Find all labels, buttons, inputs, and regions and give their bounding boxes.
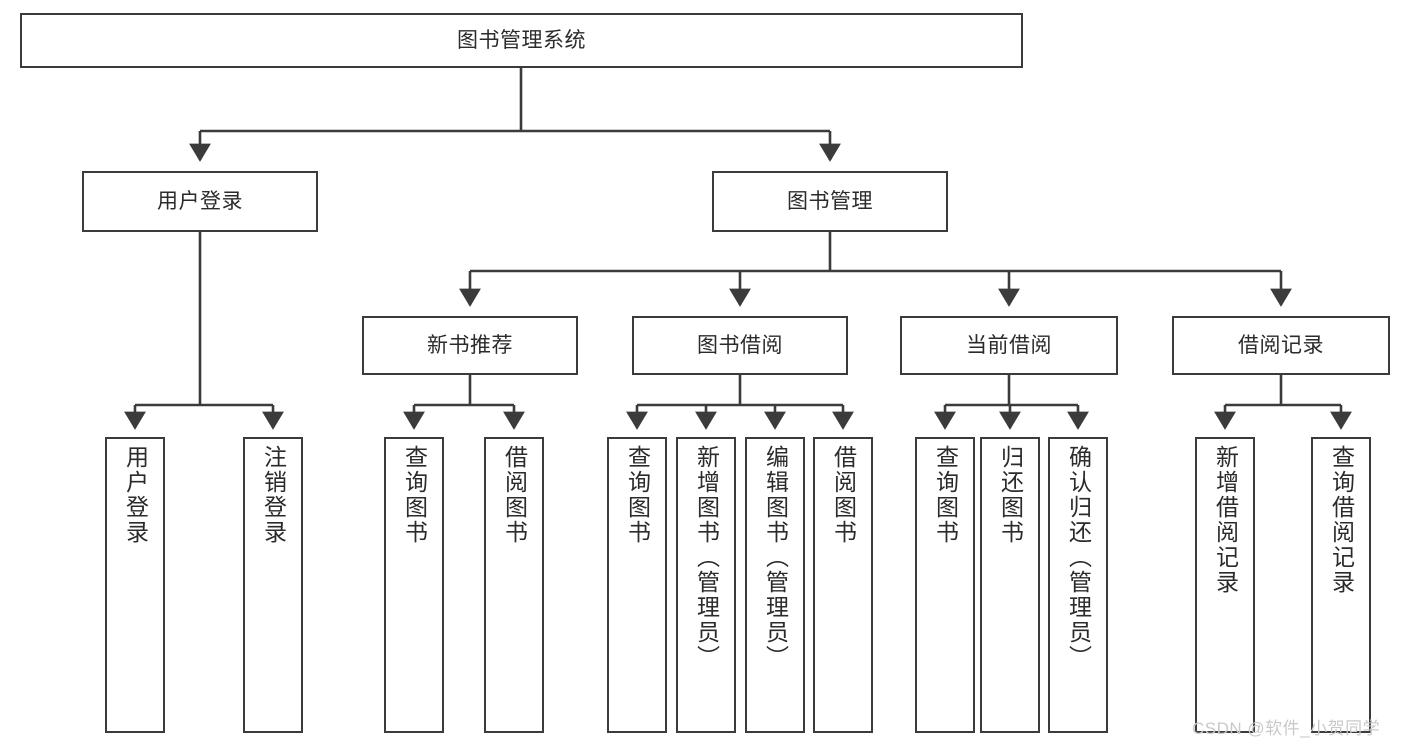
node-label: 新书推荐 — [427, 333, 513, 357]
node-label: 用户登录 — [157, 189, 243, 213]
node-label: 确认归还（管理员） — [1065, 445, 1092, 670]
leaf-logout-login[interactable]: 注销登录 — [243, 437, 303, 733]
node-label: 用户登录 — [122, 445, 149, 545]
node-book-management[interactable]: 图书管理 — [712, 171, 948, 232]
leaf-add-book[interactable]: 新增图书（管理员） — [676, 437, 736, 733]
node-label: 查询图书 — [401, 445, 428, 545]
node-label: 借阅记录 — [1238, 333, 1324, 357]
node-label: 当前借阅 — [966, 333, 1052, 357]
leaf-query-book-current[interactable]: 查询图书 — [915, 437, 975, 733]
leaf-query-borrow-record[interactable]: 查询借阅记录 — [1311, 437, 1371, 733]
node-label: 新增图书（管理员） — [693, 445, 720, 670]
leaf-query-book-borrow[interactable]: 查询图书 — [607, 437, 667, 733]
node-borrow-record[interactable]: 借阅记录 — [1172, 316, 1390, 375]
node-label: 图书借阅 — [697, 333, 783, 357]
node-label: 查询借阅记录 — [1328, 445, 1355, 595]
node-label: 查询图书 — [624, 445, 651, 545]
node-book-borrow[interactable]: 图书借阅 — [632, 316, 848, 375]
leaf-borrow-book-recommend[interactable]: 借阅图书 — [484, 437, 544, 733]
node-label: 借阅图书 — [501, 445, 528, 545]
node-label: 注销登录 — [260, 445, 287, 545]
leaf-borrow-book[interactable]: 借阅图书 — [813, 437, 873, 733]
leaf-return-book[interactable]: 归还图书 — [980, 437, 1040, 733]
node-label: 新增借阅记录 — [1212, 445, 1239, 595]
node-user-login[interactable]: 用户登录 — [82, 171, 318, 232]
node-label: 图书管理 — [787, 189, 873, 213]
node-label: 图书管理系统 — [457, 28, 586, 52]
leaf-query-book-recommend[interactable]: 查询图书 — [384, 437, 444, 733]
node-new-book-recommend[interactable]: 新书推荐 — [362, 316, 578, 375]
leaf-add-borrow-record[interactable]: 新增借阅记录 — [1195, 437, 1255, 733]
leaf-confirm-return[interactable]: 确认归还（管理员） — [1048, 437, 1108, 733]
node-label: 编辑图书（管理员） — [762, 445, 789, 670]
csdn-watermark: CSDN @软件_小贺同学 — [1192, 719, 1381, 738]
node-label: 借阅图书 — [830, 445, 857, 545]
leaf-edit-book[interactable]: 编辑图书（管理员） — [745, 437, 805, 733]
node-label: 查询图书 — [932, 445, 959, 545]
node-label: 归还图书 — [997, 445, 1024, 545]
node-root-system[interactable]: 图书管理系统 — [20, 13, 1023, 68]
node-current-borrow[interactable]: 当前借阅 — [900, 316, 1118, 375]
leaf-user-login[interactable]: 用户登录 — [105, 437, 165, 733]
